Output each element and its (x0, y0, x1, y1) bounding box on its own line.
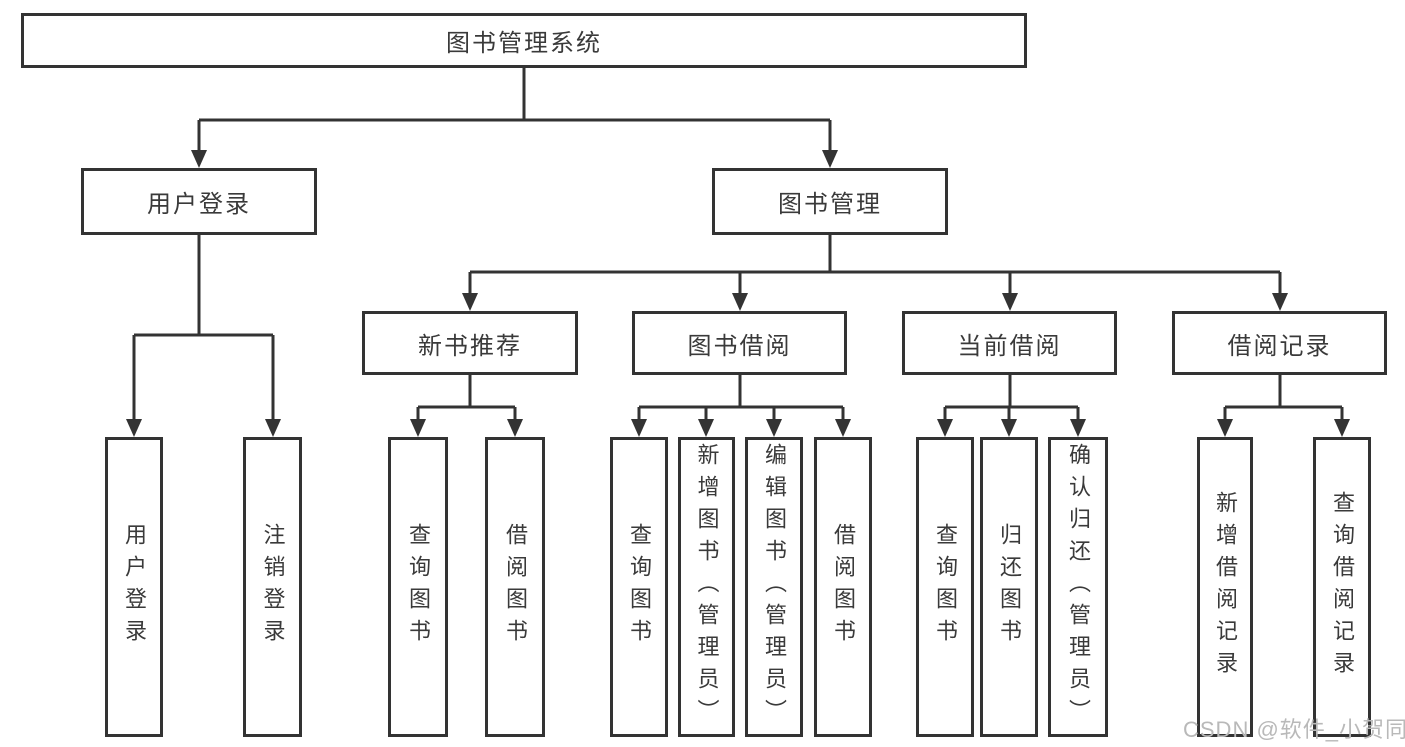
leaf-current-confirm-return-admin: 确认归还（管理员） (1048, 437, 1108, 737)
leaf-current-return-book-label: 归还图书 (997, 523, 1022, 651)
leaf-user-login-label: 用户登录 (122, 523, 147, 651)
leaf-borrow-edit-book-admin: 编辑图书（管理员） (745, 437, 803, 737)
connector-book-borrow-to-leaves (631, 375, 851, 437)
leaf-current-query-book-label: 查询图书 (933, 523, 958, 651)
leaf-current-query-book: 查询图书 (916, 437, 974, 737)
connector-root-to-level2 (191, 68, 838, 168)
node-library-system: 图书管理系统 (21, 13, 1027, 68)
leaf-records-query-record-label: 查询借阅记录 (1330, 491, 1355, 683)
node-borrow-records: 借阅记录 (1172, 311, 1387, 375)
leaf-newbooks-query-book: 查询图书 (388, 437, 448, 737)
connector-records-to-leaves (1217, 375, 1350, 437)
leaf-logout-label: 注销登录 (260, 523, 286, 651)
node-book-management-label: 图书管理 (778, 191, 882, 218)
leaf-borrow-borrow-book: 借阅图书 (814, 437, 872, 737)
node-book-management: 图书管理 (712, 168, 948, 235)
leaf-borrow-query-book: 查询图书 (610, 437, 668, 737)
connector-new-books-to-leaves (410, 375, 523, 437)
node-new-book-recommend: 新书推荐 (362, 311, 578, 375)
node-current-borrow: 当前借阅 (902, 311, 1117, 375)
leaf-current-return-book: 归还图书 (980, 437, 1038, 737)
leaf-newbooks-borrow-book: 借阅图书 (485, 437, 545, 737)
node-borrow-records-label: 借阅记录 (1227, 332, 1332, 360)
leaf-records-add-record: 新增借阅记录 (1197, 437, 1253, 737)
node-user-login: 用户登录 (81, 168, 317, 235)
leaf-records-query-record: 查询借阅记录 (1313, 437, 1371, 737)
connector-user-login-to-leaves (126, 235, 281, 437)
leaf-logout: 注销登录 (243, 437, 302, 737)
node-current-borrow-label: 当前借阅 (957, 332, 1062, 360)
node-book-borrow-label: 图书借阅 (687, 332, 792, 360)
leaf-records-add-record-label: 新增借阅记录 (1213, 491, 1238, 683)
leaf-user-login: 用户登录 (105, 437, 163, 737)
csdn-watermark: CSDN @软件_小贺同学 (1183, 717, 1405, 742)
connector-book-mgmt-to-level3 (462, 235, 1288, 311)
leaf-newbooks-borrow-book-label: 借阅图书 (503, 523, 528, 651)
leaf-borrow-edit-book-admin-label: 编辑图书（管理员） (762, 443, 787, 731)
node-library-system-label: 图书管理系统 (446, 30, 602, 57)
node-new-book-recommend-label: 新书推荐 (418, 332, 522, 360)
node-user-login-label: 用户登录 (147, 191, 251, 218)
leaf-borrow-query-book-label: 查询图书 (627, 523, 652, 651)
leaf-borrow-add-book-admin: 新增图书（管理员） (678, 437, 735, 737)
connector-current-borrow-to-leaves (937, 375, 1086, 437)
node-book-borrow: 图书借阅 (632, 311, 847, 375)
leaf-borrow-add-book-admin-label: 新增图书（管理员） (694, 443, 720, 731)
leaf-borrow-borrow-book-label: 借阅图书 (831, 523, 856, 651)
leaf-current-confirm-return-admin-label: 确认归还（管理员） (1066, 443, 1091, 731)
leaf-newbooks-query-book-label: 查询图书 (406, 523, 431, 651)
